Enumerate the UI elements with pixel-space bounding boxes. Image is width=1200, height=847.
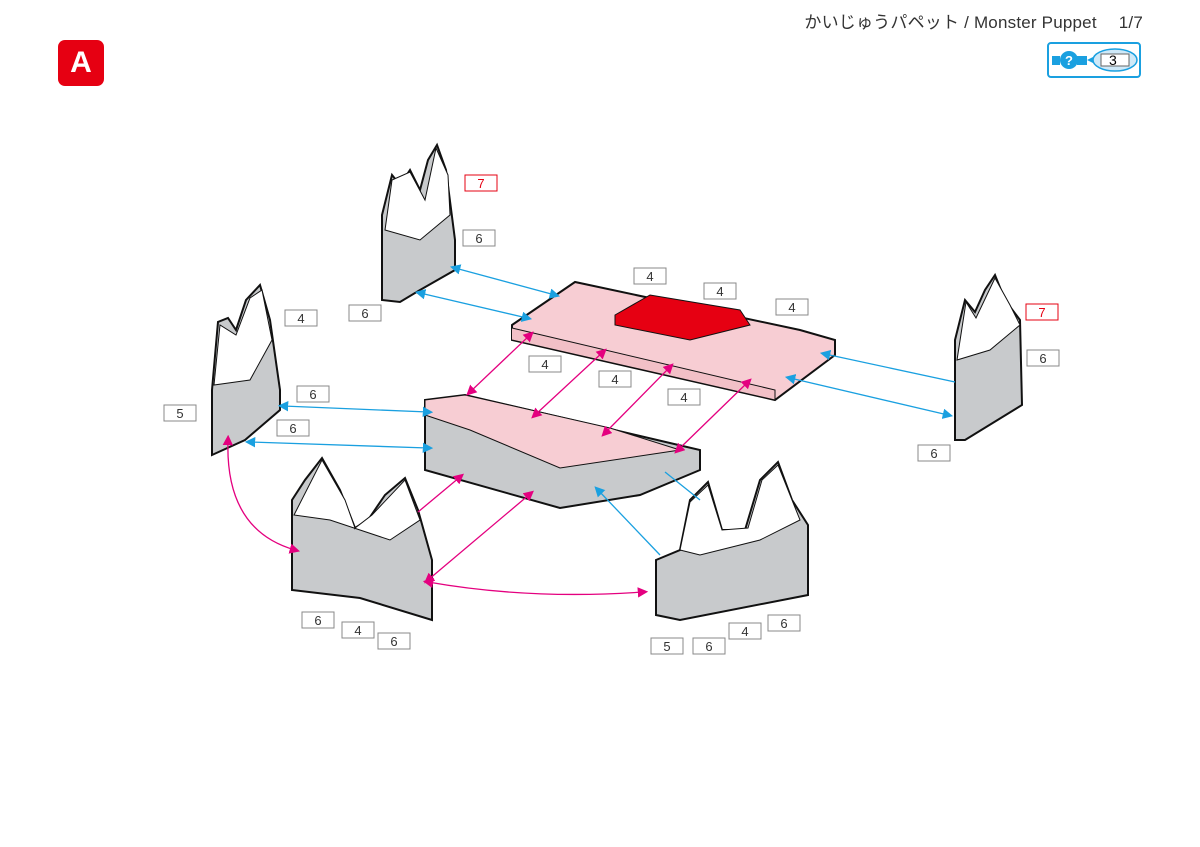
part-label: 6 [361,306,368,321]
manual-title: かいじゅうパペット / Monster Puppet [804,13,1097,32]
part-label: 7 [1038,305,1045,320]
part-label: 6 [390,634,397,649]
piece-outline-icon [284,309,318,327]
part-label: 5 [663,639,670,654]
help-count: 3 [1109,52,1117,68]
part-label: 6 [314,613,321,628]
page-number: 1/7 [1118,13,1143,32]
front-left-spike-wall [291,456,433,622]
piece-outline-icon [598,370,632,388]
part-label: 6 [475,231,482,246]
part-label: 6 [705,639,712,654]
bottom-plate [424,393,701,510]
piece-outline-icon [917,444,951,462]
piece-outline-icon [728,622,762,640]
front-right-spike-wall [655,460,809,622]
piece-outline-icon [301,611,335,629]
page-header: かいじゅうパペット / Monster Puppet 1/7 [804,8,1143,33]
help-parts-badge[interactable]: ? 3 [1047,42,1141,78]
question-icon: ? [1052,48,1138,72]
part-label: 4 [611,372,618,387]
piece-outline-icon [767,614,801,632]
piece-outline-icon [163,404,197,422]
part-label: 4 [741,624,748,639]
piece-outline-icon [650,637,684,655]
step-badge: A [58,40,104,86]
piece-outline-icon [1026,349,1060,367]
piece-outline-icon [377,632,411,650]
piece-outline-icon [341,621,375,639]
piece-outline-icon [462,229,496,247]
piece-outline-icon [692,637,726,655]
left-spike-wall [211,283,281,457]
piece-outline-icon [464,174,498,192]
right-spike-wall [954,272,1024,441]
part-label: 4 [297,311,304,326]
piece-outline-icon [633,267,667,285]
piece-outline-icon [348,304,382,322]
piece-outline-icon [667,388,701,406]
piece-outline-icon [1025,303,1059,321]
part-label: 4 [680,390,687,405]
part-labels: 7 6 6 4 4 4 4 4 4 4 5 6 6 7 6 6 6 4 6 5 … [163,174,1060,655]
piece-outline-icon [296,385,330,403]
piece-outline-icon [528,355,562,373]
part-label: 6 [289,421,296,436]
part-label: 7 [477,176,484,191]
part-label: 4 [788,300,795,315]
part-label: 6 [780,616,787,631]
connection-arrows [222,264,956,598]
piece-outline-icon [775,298,809,316]
part-label: 5 [176,406,183,421]
svg-text:?: ? [1065,53,1073,68]
part-label: 4 [354,623,361,638]
part-label: 4 [646,269,653,284]
part-label: 6 [1039,351,1046,366]
part-label: 6 [309,387,316,402]
piece-outline-icon [276,419,310,437]
top-spike-wall [381,142,456,304]
part-label: 6 [930,446,937,461]
piece-outline-icon [703,282,737,300]
part-label: 4 [716,284,723,299]
part-label: 4 [541,357,548,372]
